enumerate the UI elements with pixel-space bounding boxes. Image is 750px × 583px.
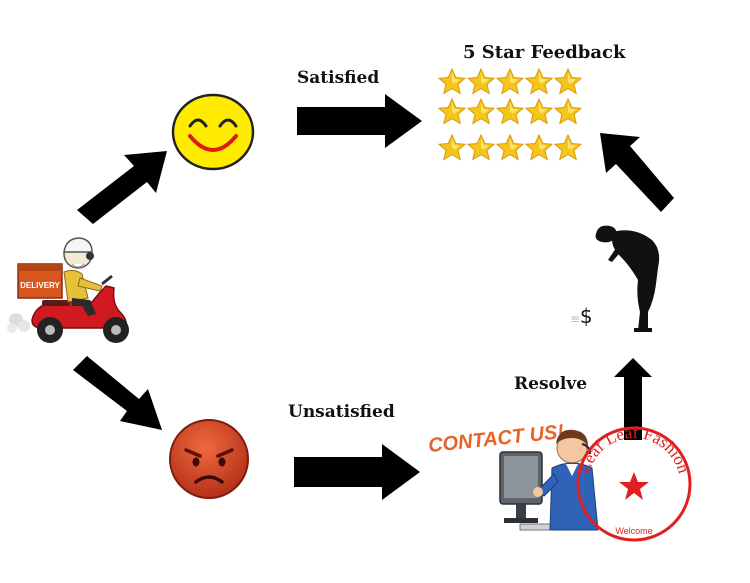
arrow-to-satisfied — [77, 151, 167, 224]
arrow-resolve-up — [614, 358, 652, 440]
unsatisfied-label: Unsatisfied — [288, 402, 395, 422]
five-star-rating — [438, 68, 582, 160]
star-row-3 — [438, 134, 582, 160]
stamp-brand-text: Leaf Leaf Fashion — [575, 423, 694, 476]
satisfied-label: Satisfied — [297, 68, 380, 88]
happy-face-icon — [171, 93, 255, 171]
stamp-sub-text: Welcome — [615, 526, 652, 536]
bowing-person-icon — [595, 225, 660, 332]
feedback-title: 5 Star Feedback — [463, 42, 626, 63]
leaf-leaf-fashion-stamp: Leaf Leaf Fashion Welcome — [575, 423, 694, 542]
delivery-scooter-icon: DELIVERY — [7, 237, 129, 343]
arrow-satisfied — [297, 94, 422, 148]
stamp-star-icon — [619, 472, 649, 500]
delivery-box-text: DELIVERY — [20, 281, 60, 290]
customer-service-agent-icon — [499, 429, 599, 531]
star-row-1 — [438, 68, 582, 94]
svg-text:Leaf Leaf Fashion: Leaf Leaf Fashion — [575, 423, 694, 476]
dollar-sign: ≡ $ — [570, 304, 593, 328]
resolve-label: Resolve — [514, 374, 588, 394]
motion-lines-icon: ≡ — [570, 312, 580, 326]
arrow-to-feedback — [600, 133, 674, 212]
star-row-2 — [438, 98, 582, 124]
arrow-unsatisfied — [294, 444, 420, 500]
dollar-text: $ — [579, 304, 593, 328]
arrow-to-unsatisfied — [73, 356, 162, 430]
sad-face-icon — [169, 419, 249, 499]
